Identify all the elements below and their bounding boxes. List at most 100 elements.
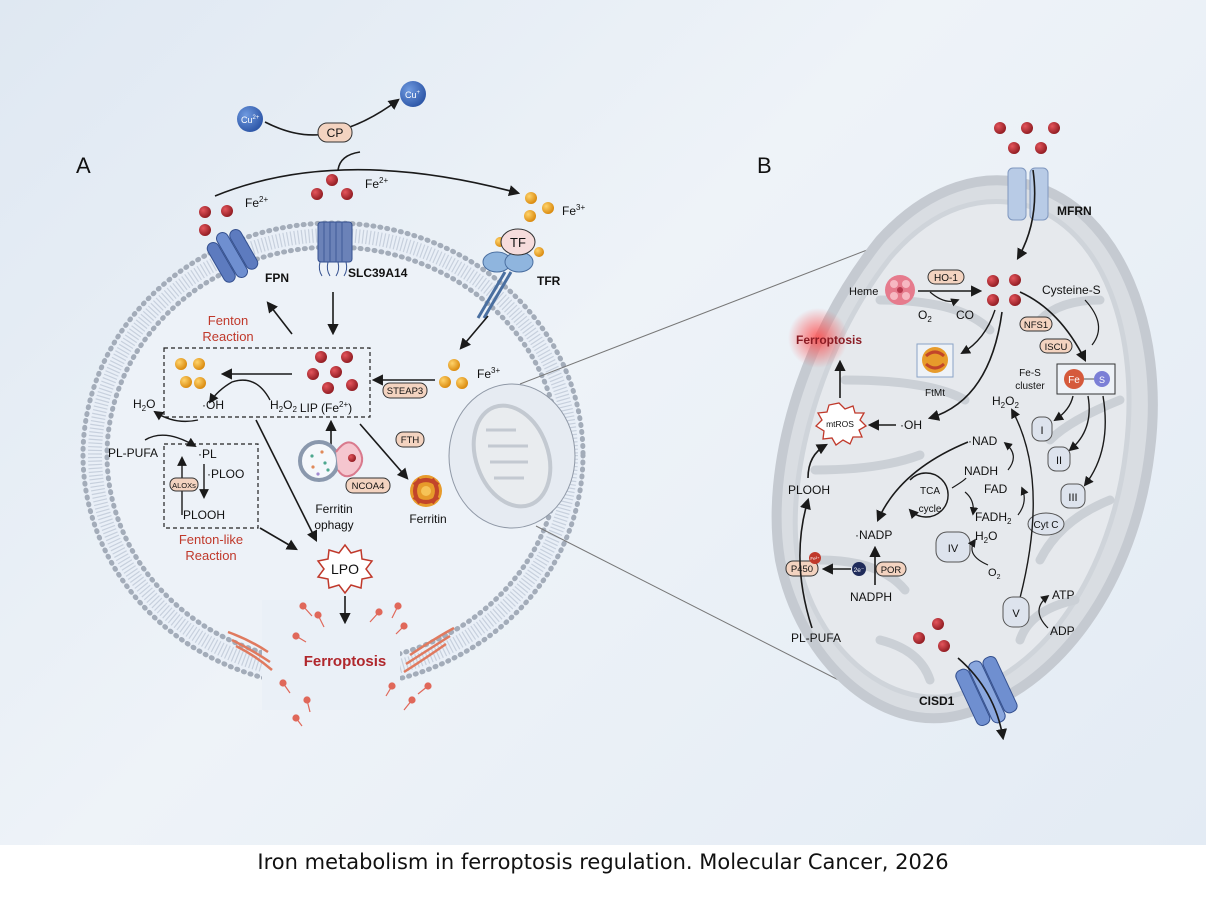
h2o2-label-a: H	[270, 398, 279, 412]
ruptured-membrane-left	[227, 630, 273, 671]
tca-label-2: cycle	[919, 504, 942, 515]
ferritin-protein-icon	[410, 475, 442, 507]
ncoa4-enzyme	[345, 477, 391, 494]
svg-text:H2O: H2O	[975, 529, 997, 545]
lip-to-ferritin-arrow	[359, 423, 409, 480]
ho1-label: HO-1	[934, 273, 958, 284]
tca-to-fadh2-arrow	[964, 491, 979, 516]
cisd1-export-arrow	[957, 657, 1008, 741]
svg-text:LIP (Fe2+): LIP (Fe2+)	[300, 400, 352, 415]
panel-b-letter: B	[757, 153, 772, 178]
cu2-ion	[237, 106, 263, 132]
fe2-ions-lip	[307, 351, 358, 394]
fe2-ions-fpn	[199, 205, 233, 236]
svg-text:Fe3+: Fe3+	[562, 203, 585, 218]
cysteine-to-fes-arrow	[1084, 299, 1100, 346]
h2o-label-b: H	[975, 529, 984, 543]
cp-enzyme	[317, 122, 353, 143]
adp-label: ADP	[1050, 624, 1075, 638]
nad-label: ·NAD	[968, 434, 998, 448]
fes-cluster-label-1: Fe-S	[1019, 368, 1041, 379]
nfs1-enzyme	[1019, 316, 1053, 332]
fenton-like-label-1: Fenton-like	[179, 532, 243, 547]
iscu-enzyme	[1039, 338, 1073, 354]
lip-to-lpo-arrow	[255, 419, 318, 543]
svg-text:Cu2+: Cu2+	[241, 115, 260, 125]
pufa-to-pl-arrow	[144, 434, 197, 448]
por-label: POR	[881, 565, 902, 576]
complex-iii	[1060, 483, 1086, 509]
fenton-label-1: Fenton	[208, 313, 248, 328]
plooh-label-b: PLOOH	[788, 483, 830, 497]
lip-box	[163, 347, 371, 418]
por-enzyme	[875, 561, 907, 577]
p450-iron-label: Fe³⁺	[810, 556, 820, 561]
complex-ii	[1047, 446, 1071, 472]
co-label: CO	[956, 308, 974, 322]
lipid-peroxidation-box	[163, 443, 259, 529]
tca-label-1: TCA	[920, 486, 940, 497]
fad-label: FAD	[984, 482, 1008, 496]
ncoa4-label: NCOA4	[352, 481, 385, 492]
ruptured-membrane-right	[403, 626, 455, 674]
oh-label-a: ·OH	[202, 398, 224, 412]
o2-label-b: O	[988, 567, 997, 579]
tf-label: TF	[510, 235, 526, 250]
ferroptosis-label-a: Ferroptosis	[304, 653, 387, 670]
s-atom	[1094, 371, 1110, 387]
steap3-label: STEAP3	[387, 386, 423, 397]
lpo-burst	[316, 543, 374, 595]
complex-iv-label: IV	[948, 543, 959, 555]
cysteine-label: Cysteine-S	[1042, 283, 1101, 297]
fenton-like-label-2: Reaction	[185, 548, 236, 563]
fth-label: FTH	[401, 435, 420, 446]
lip-charge: 2+	[339, 400, 348, 409]
ftmt-label: FtMt	[925, 388, 945, 399]
fe2-label-slc: Fe	[365, 177, 379, 191]
ferroptosis-glow	[788, 308, 848, 368]
nadh-label: NADH	[964, 464, 998, 478]
electron-label: 2e⁻	[854, 567, 865, 574]
fe2-ions-mfrn	[994, 122, 1060, 154]
fe2-ions-cisd1	[913, 618, 950, 652]
fe3-ions-cytosol	[439, 359, 468, 389]
zoom-line-bottom	[535, 525, 869, 696]
heme-to-co-arrow	[929, 291, 960, 307]
aloxs-label: ALOXs	[172, 481, 196, 490]
h2o-label-a: H	[133, 397, 142, 411]
pl-pufa-label-a: PL-PUFA	[108, 446, 158, 460]
box-to-lpo-arrow	[259, 527, 298, 551]
slc39a14-transporter	[317, 221, 353, 277]
nadph-label: NADPH	[850, 590, 892, 604]
steap3-enzyme	[382, 382, 428, 399]
oh-to-h2o-arrow	[153, 410, 199, 423]
fe-atom-label: Fe	[1068, 375, 1080, 386]
cu2-charge: 2+	[253, 115, 260, 121]
ferritinophagy-vesicle	[298, 440, 364, 482]
fe3-ions-lip	[175, 358, 206, 389]
pufa-to-plooh-arrow	[799, 497, 813, 629]
p450-iron	[809, 552, 821, 564]
fe3-ions-tf	[524, 192, 554, 222]
lipid-fragments	[279, 602, 432, 727]
cu1-charge: +	[417, 90, 421, 96]
cytc	[1027, 512, 1065, 536]
tfr-to-fe3-arrow	[459, 315, 489, 350]
complex-v-label: V	[1012, 608, 1020, 620]
iscu-label: ISCU	[1045, 342, 1068, 353]
ferroptosis-diagram: A Cu2+ Cu+ CP Fe2+	[76, 81, 1158, 741]
lpo-label: LPO	[331, 561, 359, 577]
mfrn-label: MFRN	[1057, 204, 1092, 218]
membrane-rupture-gap	[262, 600, 400, 710]
svg-text:Cu+: Cu+	[405, 90, 421, 100]
nadh-to-nad-arrow	[1003, 441, 1014, 471]
o2-to-h2o-arrow	[967, 538, 989, 566]
oh-label-b: ·OH	[900, 418, 922, 432]
h2o2-to-oh-arrow	[208, 379, 271, 404]
aloxs-enzyme	[169, 477, 199, 492]
svg-text:O2: O2	[988, 567, 1001, 581]
svg-text:Fe3+: Fe3+	[477, 366, 500, 381]
h2o2-label-b: H	[992, 394, 1001, 408]
o2-label-heme: O	[918, 308, 927, 322]
ploo-radical-label: ·PLOO	[207, 467, 244, 481]
